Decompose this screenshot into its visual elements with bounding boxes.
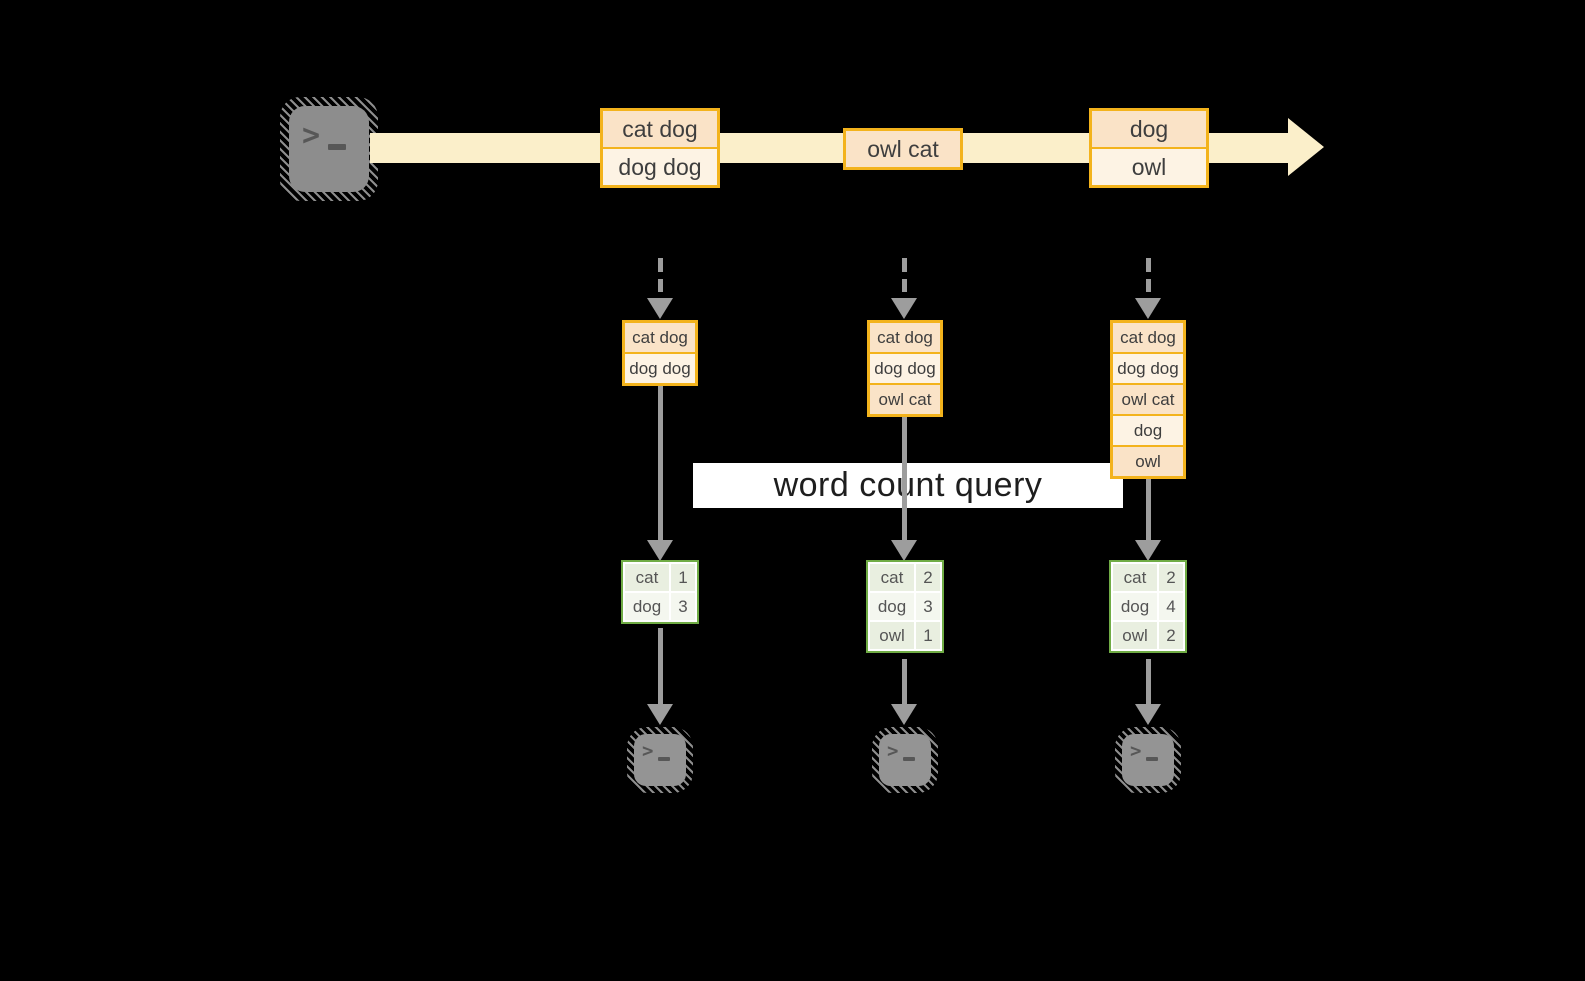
dashed-arrow-line: [902, 258, 907, 292]
dashed-arrow-line: [658, 258, 663, 292]
count-value-cell: 2: [1159, 622, 1183, 649]
arrowhead-icon: [1135, 540, 1161, 561]
stream-arrowhead: [1288, 118, 1324, 176]
count-word-cell: cat: [625, 564, 669, 591]
stream-event-line: owl cat: [846, 131, 960, 167]
micro-batch-row: cat dog: [1113, 323, 1183, 352]
prompt-underscore-glyph: [658, 757, 670, 761]
prompt-chevron-glyph: >: [1130, 740, 1142, 762]
micro-batch-row: cat dog: [870, 323, 940, 352]
arrowhead-icon: [891, 704, 917, 725]
arrowhead-icon: [647, 298, 673, 319]
count-word-cell: cat: [1113, 564, 1157, 591]
count-value-cell: 1: [916, 622, 940, 649]
prompt-chevron-glyph: >: [642, 740, 654, 762]
arrowhead-icon: [891, 540, 917, 561]
terminal-icon: >: [1115, 727, 1181, 793]
count-word-cell: dog: [870, 593, 914, 620]
stream-event-line: dog dog: [603, 149, 717, 185]
terminal-icon: >: [627, 727, 693, 793]
prompt-chevron-glyph: >: [302, 118, 321, 153]
stream-event-line: owl: [1092, 149, 1206, 185]
stream-event-line: dog: [1092, 111, 1206, 147]
arrow-line: [1146, 477, 1151, 542]
count-value-cell: 4: [1159, 593, 1183, 620]
micro-batch-row: dog: [1113, 416, 1183, 445]
micro-batch-row: dog dog: [625, 354, 695, 383]
arrowhead-icon: [647, 540, 673, 561]
arrow-line: [902, 415, 907, 542]
prompt-underscore-glyph: [328, 144, 346, 150]
count-word-cell: cat: [870, 564, 914, 591]
count-word-cell: dog: [1113, 593, 1157, 620]
prompt-underscore-glyph: [1146, 757, 1158, 761]
arrow-line: [658, 384, 663, 542]
micro-batch-row: owl cat: [870, 385, 940, 414]
query-label-box: word count query: [693, 463, 1123, 508]
prompt-underscore-glyph: [903, 757, 915, 761]
arrowhead-icon: [891, 298, 917, 319]
dashed-arrow-line: [1146, 258, 1151, 292]
count-word-cell: dog: [625, 593, 669, 620]
count-value-cell: 2: [1159, 564, 1183, 591]
prompt-chevron-glyph: >: [887, 740, 899, 762]
stream-event-box: owl cat: [843, 128, 963, 170]
arrow-line: [658, 628, 663, 705]
count-value-cell: 2: [916, 564, 940, 591]
arrow-line: [902, 659, 907, 705]
arrowhead-icon: [647, 704, 673, 725]
micro-batch-row: owl cat: [1113, 385, 1183, 414]
stream-event-line: cat dog: [603, 111, 717, 147]
terminal-icon: >: [872, 727, 938, 793]
arrowhead-icon: [1135, 704, 1161, 725]
micro-batch-row: cat dog: [625, 323, 695, 352]
count-value-cell: 3: [916, 593, 940, 620]
count-value-cell: 1: [671, 564, 695, 591]
arrowhead-icon: [1135, 298, 1161, 319]
terminal-icon: >: [280, 97, 378, 201]
query-label: word count query: [773, 466, 1043, 504]
micro-batch-row: owl: [1113, 447, 1183, 476]
count-word-cell: owl: [870, 622, 914, 649]
count-word-cell: owl: [1113, 622, 1157, 649]
micro-batch-row: dog dog: [1113, 354, 1183, 383]
arrow-line: [1146, 659, 1151, 705]
count-value-cell: 3: [671, 593, 695, 620]
micro-batch-row: dog dog: [870, 354, 940, 383]
